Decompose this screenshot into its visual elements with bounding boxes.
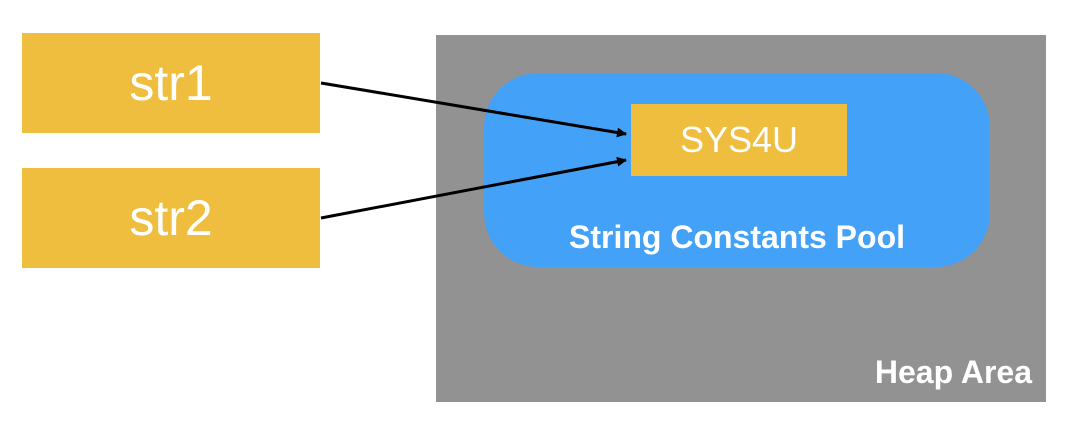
variable-box-str1: str1 (22, 33, 320, 133)
variable-label-str1: str1 (129, 55, 213, 111)
variable-label-str2: str2 (129, 190, 213, 246)
variable-box-str2: str2 (22, 168, 320, 268)
string-constants-pool-label: String Constants Pool (569, 219, 905, 255)
heap-area-label: Heap Area (874, 354, 1032, 390)
string-literal-box: SYS4U (631, 104, 847, 176)
string-literal-label: SYS4U (679, 119, 799, 160)
